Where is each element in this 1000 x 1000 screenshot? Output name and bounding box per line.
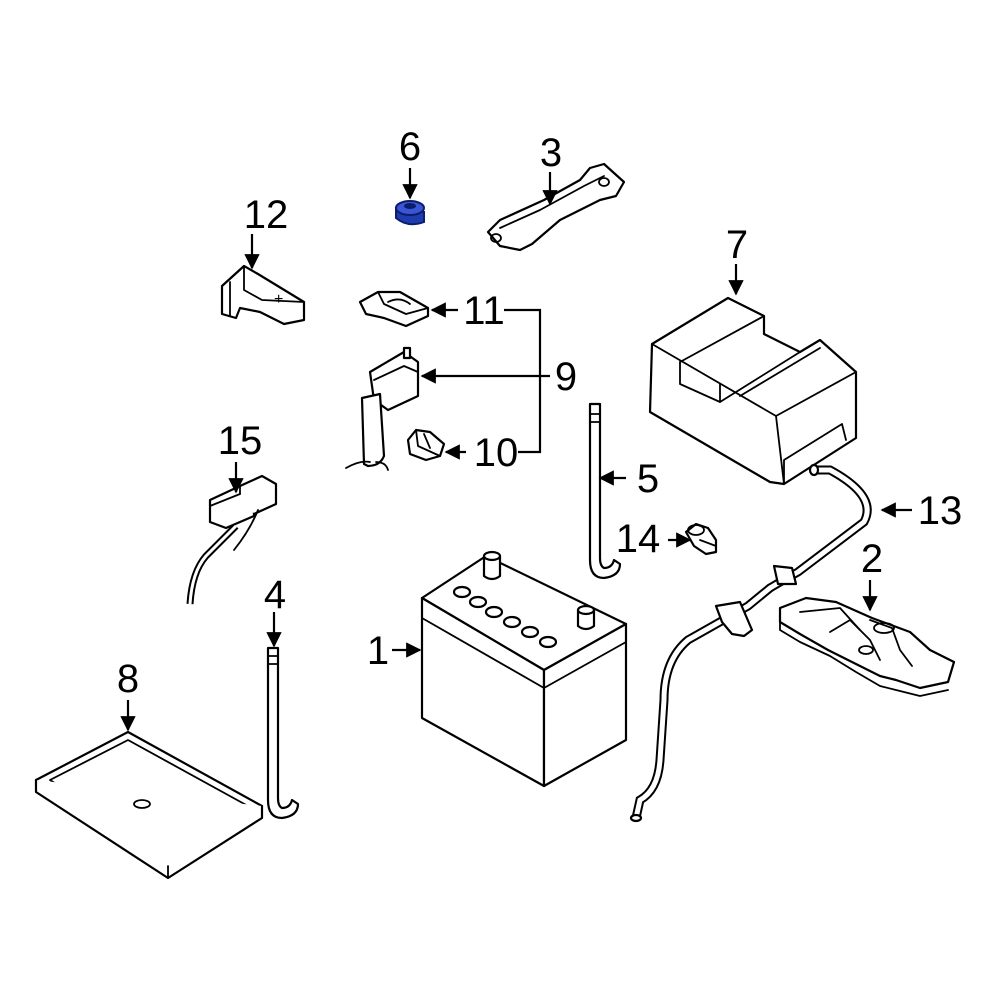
callout-12[interactable]: 12 <box>244 193 289 237</box>
callout-10[interactable]: 10 <box>474 431 519 475</box>
battery-cable-part[interactable] <box>629 463 872 823</box>
battery-cover-part[interactable] <box>648 296 858 486</box>
callout-4[interactable]: 4 <box>264 573 286 617</box>
callout-14[interactable]: 14 <box>616 517 661 561</box>
hold-down-rod-part[interactable] <box>266 646 300 820</box>
callout-6[interactable]: 6 <box>399 125 421 169</box>
connector-harness-part[interactable] <box>186 474 278 605</box>
callout-5[interactable]: 5 <box>637 457 659 501</box>
positive-cable-part[interactable] <box>345 346 420 471</box>
callout-3[interactable]: 3 <box>540 131 562 175</box>
nut-part[interactable] <box>395 200 425 226</box>
callout-2[interactable]: 2 <box>861 537 883 581</box>
callout-9[interactable]: 9 <box>555 355 577 399</box>
callout-7[interactable]: 7 <box>726 223 748 267</box>
leader-lines <box>120 168 912 732</box>
callout-1[interactable]: 1 <box>367 629 389 673</box>
hold-down-bracket-part[interactable] <box>486 162 626 252</box>
terminal-clip-part[interactable] <box>406 428 446 462</box>
callout-11[interactable]: 11 <box>463 289 505 333</box>
mounting-plate-part[interactable] <box>778 596 956 697</box>
plus-symbol: + <box>274 291 283 308</box>
cable-clip-part[interactable] <box>684 522 718 556</box>
bracket-9-10-11 <box>504 308 542 454</box>
battery-tray-part[interactable] <box>34 730 264 880</box>
callout-8[interactable]: 8 <box>117 657 139 701</box>
callout-13[interactable]: 13 <box>918 489 963 533</box>
callout-labels: 6 3 12 7 11 9 10 5 13 14 2 15 4 1 8 <box>117 125 962 701</box>
callout-15[interactable]: 15 <box>218 419 263 463</box>
terminal-cover-part[interactable]: + <box>220 264 306 326</box>
terminal-clamp-part[interactable] <box>358 290 430 328</box>
hold-down-rod-short-part[interactable] <box>588 402 622 580</box>
battery-part[interactable] <box>420 550 628 788</box>
